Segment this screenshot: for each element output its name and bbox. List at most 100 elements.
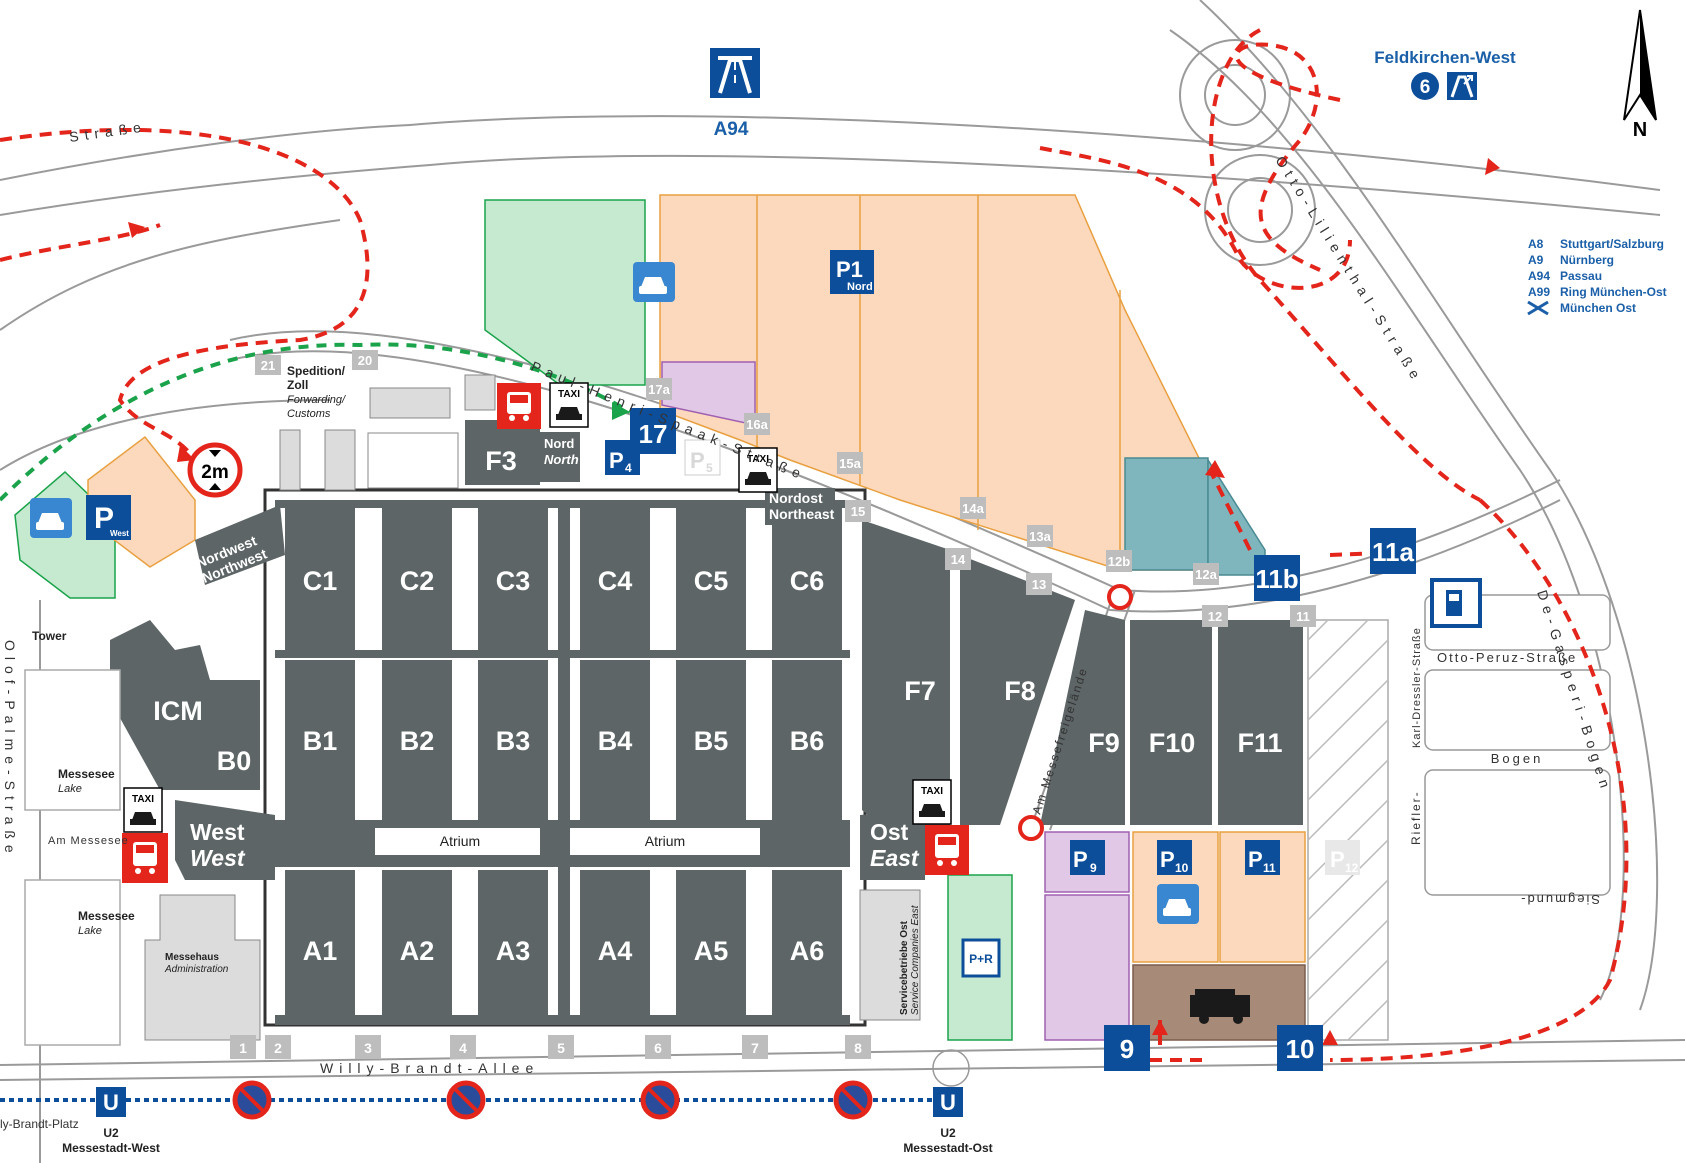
street-riefler: Riefler-	[1409, 790, 1423, 845]
ev-charging-icon-north	[633, 262, 675, 302]
east-entrance-building	[860, 810, 925, 880]
nordost-building	[765, 488, 835, 525]
gate-15: 15	[851, 504, 865, 519]
hall-f10: F10	[1149, 728, 1196, 758]
right-blocks	[1424, 594, 1611, 896]
compass-label: N	[1633, 119, 1647, 141]
parking-p1-sub: Nord	[847, 281, 873, 293]
route-arrow-6	[1322, 1030, 1338, 1045]
atrium-label-west: Atrium	[440, 833, 480, 849]
gate-boxes	[255, 350, 1316, 627]
p12-hatched-area	[1307, 619, 1389, 1041]
nord-building	[540, 432, 580, 482]
parking-p9: P	[1073, 847, 1088, 872]
parking-p4: P	[609, 448, 624, 473]
legend-dest-4: Ring München-Ost	[1560, 285, 1667, 299]
servicebetriebe-building	[859, 889, 921, 1021]
parking-p9-sub: 9	[1090, 861, 1097, 875]
street-am-messesee: Am Messesee	[48, 835, 129, 847]
hall-a1: A1	[303, 936, 338, 966]
motorway-icon	[710, 48, 760, 98]
hall-f9: F9	[1088, 728, 1120, 758]
taxi-icon-east	[912, 779, 952, 825]
administration-label: Administration	[164, 964, 229, 975]
hall-a4: A4	[598, 936, 633, 966]
north-buildings	[279, 374, 496, 491]
ev-charging-icon-p10	[1157, 884, 1199, 924]
route-green-dashed	[0, 342, 632, 502]
parking-boxes	[86, 250, 1360, 875]
messehaus-building	[144, 894, 261, 1041]
hall-b0	[208, 728, 260, 790]
taxi-label-nordost: TAXI	[747, 454, 769, 465]
taxi-label-east: TAXI	[921, 786, 943, 797]
gate-11: 11	[1296, 609, 1310, 624]
taxi-label-west: TAXI	[132, 794, 154, 805]
gate-13a: 13a	[1029, 529, 1051, 544]
entrance-north-en: North	[544, 452, 579, 467]
hall-connectors	[275, 500, 850, 1025]
parking-p11-sub: 11	[1263, 861, 1276, 875]
route-arrow-3	[1485, 158, 1500, 175]
entrance-west-en: West	[190, 845, 246, 871]
customs-label: Customs	[287, 408, 331, 420]
gate-2: 2	[274, 1040, 282, 1056]
gate-14a: 14a	[962, 501, 984, 516]
height-limit-sign	[187, 442, 243, 498]
spedition-label: Spedition/	[287, 364, 346, 378]
nordwest-building	[195, 505, 285, 585]
street-otto-peruz: Otto-Peruz-Straße	[1437, 650, 1577, 665]
north-arrow-icon	[1623, 9, 1657, 121]
camper-icon	[1190, 989, 1250, 1024]
route-arrow-4	[1205, 460, 1225, 478]
hall-f7: F7	[904, 676, 936, 706]
halls-east	[862, 520, 1303, 825]
exit-arrow-icon	[1447, 72, 1477, 100]
hall-b3: B3	[496, 726, 531, 756]
hall-c5: C5	[694, 566, 729, 596]
legend-code-1: A8	[1528, 237, 1544, 251]
pr-icon-box	[961, 938, 1001, 978]
hall-b2: B2	[400, 726, 435, 756]
gate-8: 8	[854, 1040, 862, 1056]
taxi-icon-west	[123, 787, 163, 833]
gate-7: 7	[751, 1040, 759, 1056]
entrance-east-de: Ost	[870, 819, 909, 845]
parking-p12-sub: 12	[1345, 861, 1359, 875]
street-olympia: Straße	[68, 118, 147, 145]
gate-12b: 12b	[1108, 554, 1130, 569]
gate-21: 21	[261, 358, 275, 373]
exit-number-circle	[1411, 72, 1439, 100]
forwarding-label: Forwarding/	[287, 394, 346, 406]
parking-pwest-sub: West	[110, 529, 129, 538]
street-olof-palme: Olof-Palme-Straße	[2, 640, 18, 859]
gate-4: 4	[459, 1040, 467, 1056]
gate-15a: 15a	[839, 456, 861, 471]
parking-p4-sub: 4	[625, 461, 632, 475]
ev-charging-icon-west	[30, 498, 72, 538]
lake-label-1: Lake	[58, 783, 82, 795]
entrance-east-en: East	[870, 845, 920, 871]
exit-number-label: 6	[1420, 77, 1431, 98]
hall-b4: B4	[598, 726, 633, 756]
entrance-northeast-de: Nordost	[769, 490, 823, 506]
roundabout-north	[1107, 584, 1133, 610]
lake-outlines	[24, 669, 121, 1046]
hall-c4: C4	[598, 566, 633, 596]
gate-12: 12	[1208, 609, 1222, 624]
u-bahn-east-symbol: U	[940, 1090, 956, 1115]
legend-dest-1: Stuttgart/Salzburg	[1560, 237, 1664, 251]
messesee-label-2: Messesee	[78, 909, 135, 923]
gate-17a: 17a	[648, 382, 670, 397]
messehaus-label: Messehaus	[165, 952, 219, 963]
taxi-icon-north	[549, 382, 589, 428]
gate-3: 3	[364, 1040, 372, 1056]
street-karl-dressler: Karl-Dressler-Straße	[1411, 627, 1423, 748]
roundabout-east	[1018, 815, 1044, 841]
parking-p10: P	[1160, 847, 1175, 872]
exit-name-label: Feldkirchen-West	[1374, 48, 1516, 67]
parking-pr: P+R	[969, 952, 993, 966]
interchange-icon	[1527, 300, 1549, 316]
legend-dest-5: München Ost	[1560, 301, 1636, 315]
